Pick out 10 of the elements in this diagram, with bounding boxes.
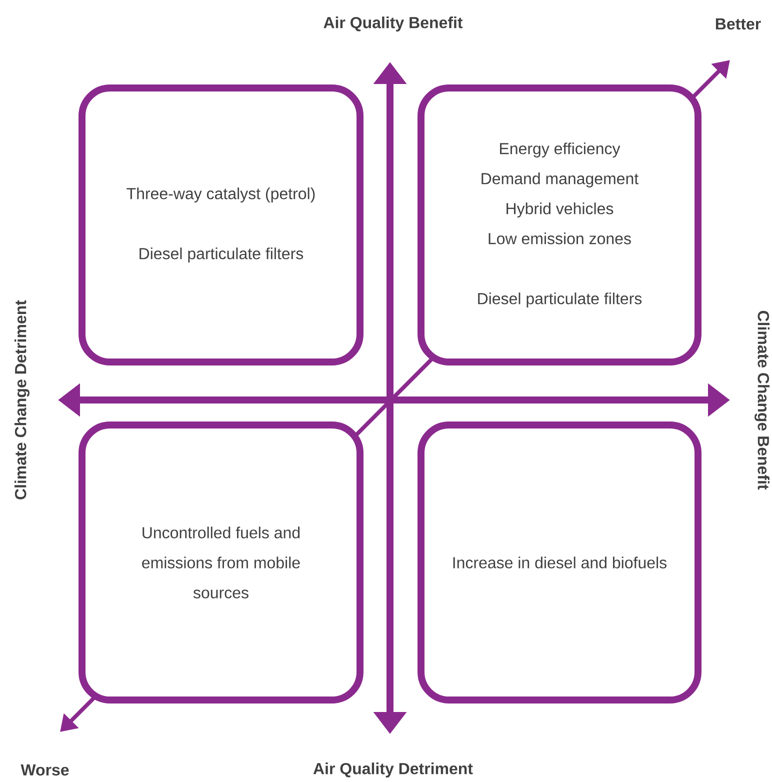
axis-label: Climate Change Benefit [754,310,770,490]
axis-label: Air Quality Detriment [313,762,473,778]
axis-label: Air Quality Benefit [324,16,463,32]
quadrant-box: Increase in diesel and biofuels [418,422,702,704]
axis-label: Worse [20,764,69,776]
axis-label: Climate Change Detriment [14,300,30,500]
quadrant-box: Energy efficiency Demand management Hybrid vehicles Low emission zones Diesel particulate filters [418,84,702,366]
quadrant-box: Uncontrolled fuels and emissions from mobile sources [78,422,364,704]
quadrant-box: Three-way catalyst (petrol) Diesel particulate filters [78,84,364,366]
axis-label: Better [716,18,761,30]
